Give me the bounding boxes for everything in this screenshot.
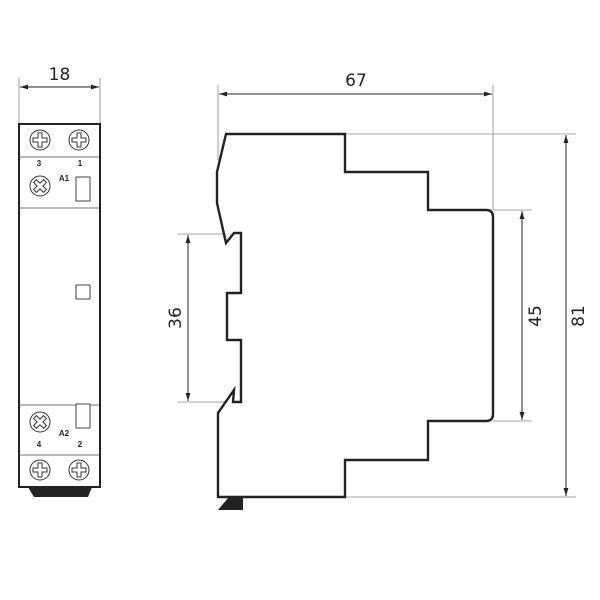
device-profile: [215, 132, 495, 499]
front-height-label: 45: [526, 305, 546, 327]
indicator-window: [75, 403, 91, 429]
screw-icon: [68, 459, 90, 481]
indicator-window: [75, 176, 91, 202]
coil-label: A2: [59, 429, 70, 438]
front-view: 18 3 1 A1 A2 4 2: [18, 65, 101, 497]
terminal-label: 4: [37, 440, 42, 449]
screw-icon: [29, 129, 51, 151]
rail-clip: [28, 487, 92, 497]
terminal-label: 1: [78, 159, 83, 168]
side-view: 67 36 45 81: [166, 71, 589, 510]
coil-label: A1: [59, 174, 70, 183]
width-label: 18: [49, 65, 71, 85]
total-height-label: 81: [569, 305, 589, 327]
indicator-window: [75, 284, 91, 300]
rail-clip: [218, 498, 243, 510]
depth-label: 67: [345, 71, 367, 91]
rail-label: 36: [166, 307, 186, 329]
terminal-label: 2: [78, 440, 83, 449]
screw-icon: [29, 459, 51, 481]
terminal-label: 3: [37, 159, 42, 168]
screw-icon: [68, 129, 90, 151]
